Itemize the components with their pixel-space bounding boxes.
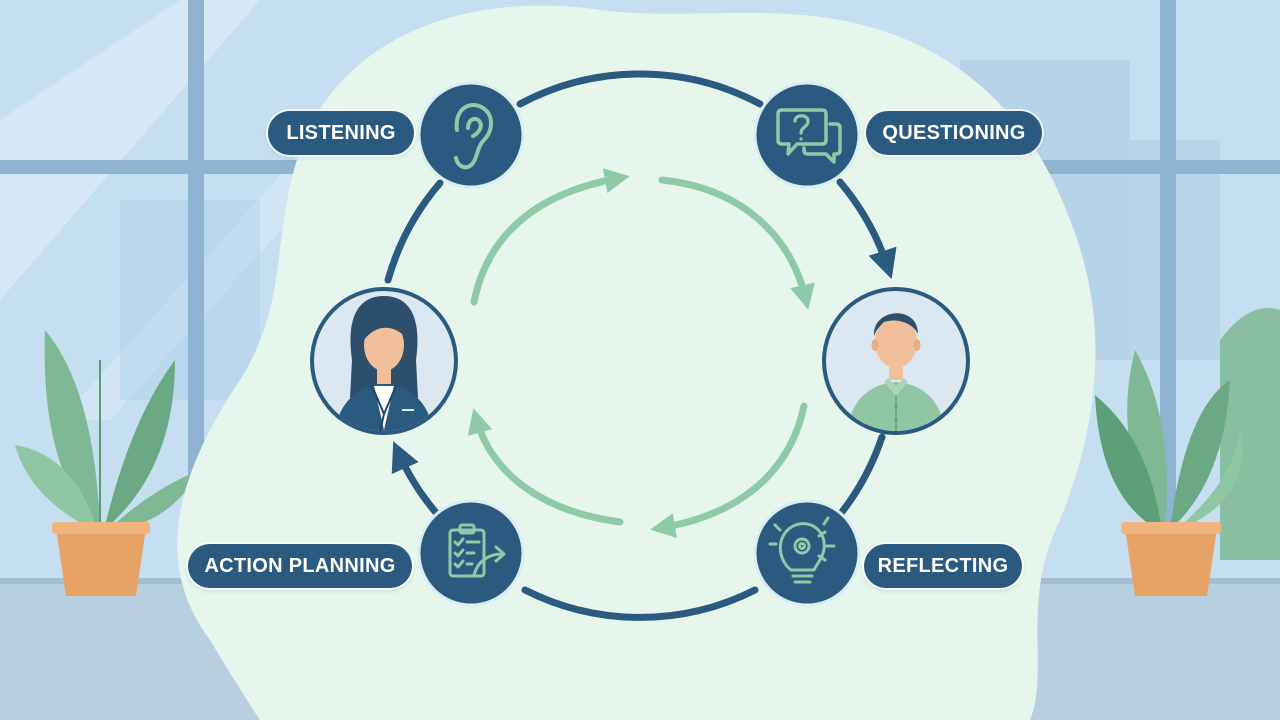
reflecting-node	[753, 499, 861, 607]
man-avatar-icon	[822, 287, 970, 435]
action-planning-node	[417, 499, 525, 607]
arc-listening-to-questioning	[516, 70, 764, 108]
reflecting-label: REFLECTING	[864, 544, 1022, 588]
ear-icon	[454, 102, 493, 170]
outer-cycle-arrows	[384, 70, 897, 621]
action-planning-label: ACTION PLANNING	[188, 544, 412, 588]
arc-action-planning-to-left-person	[391, 441, 442, 519]
arc-questioning-to-right-person	[836, 178, 897, 280]
clipboard-checklist-arrow-icon	[448, 523, 506, 578]
inner-arrow-bottom-left	[467, 408, 624, 526]
questioning-node	[753, 81, 861, 189]
inner-cycle-arrows	[467, 168, 815, 539]
inner-arrow-bottom-right	[650, 402, 808, 539]
lightbulb-gear-icon	[768, 516, 836, 584]
arc-left-person-to-listening	[384, 179, 444, 284]
potted-plant-right	[1095, 350, 1243, 596]
listening-label: LISTENING	[268, 111, 414, 155]
questioning-label: QUESTIONING	[866, 111, 1042, 155]
arc-reflecting-to-action-planning	[521, 586, 759, 621]
inner-arrow-top-right	[658, 176, 815, 310]
mint-background-blob	[177, 5, 1096, 720]
inner-arrow-top-left	[470, 168, 630, 306]
woman-avatar-icon	[310, 287, 458, 435]
window-mullion-left	[188, 0, 204, 590]
potted-plant-left	[15, 330, 200, 596]
question-speech-bubbles-icon	[776, 108, 842, 164]
arc-right-person-to-reflecting	[834, 433, 886, 521]
listening-node	[417, 81, 525, 189]
